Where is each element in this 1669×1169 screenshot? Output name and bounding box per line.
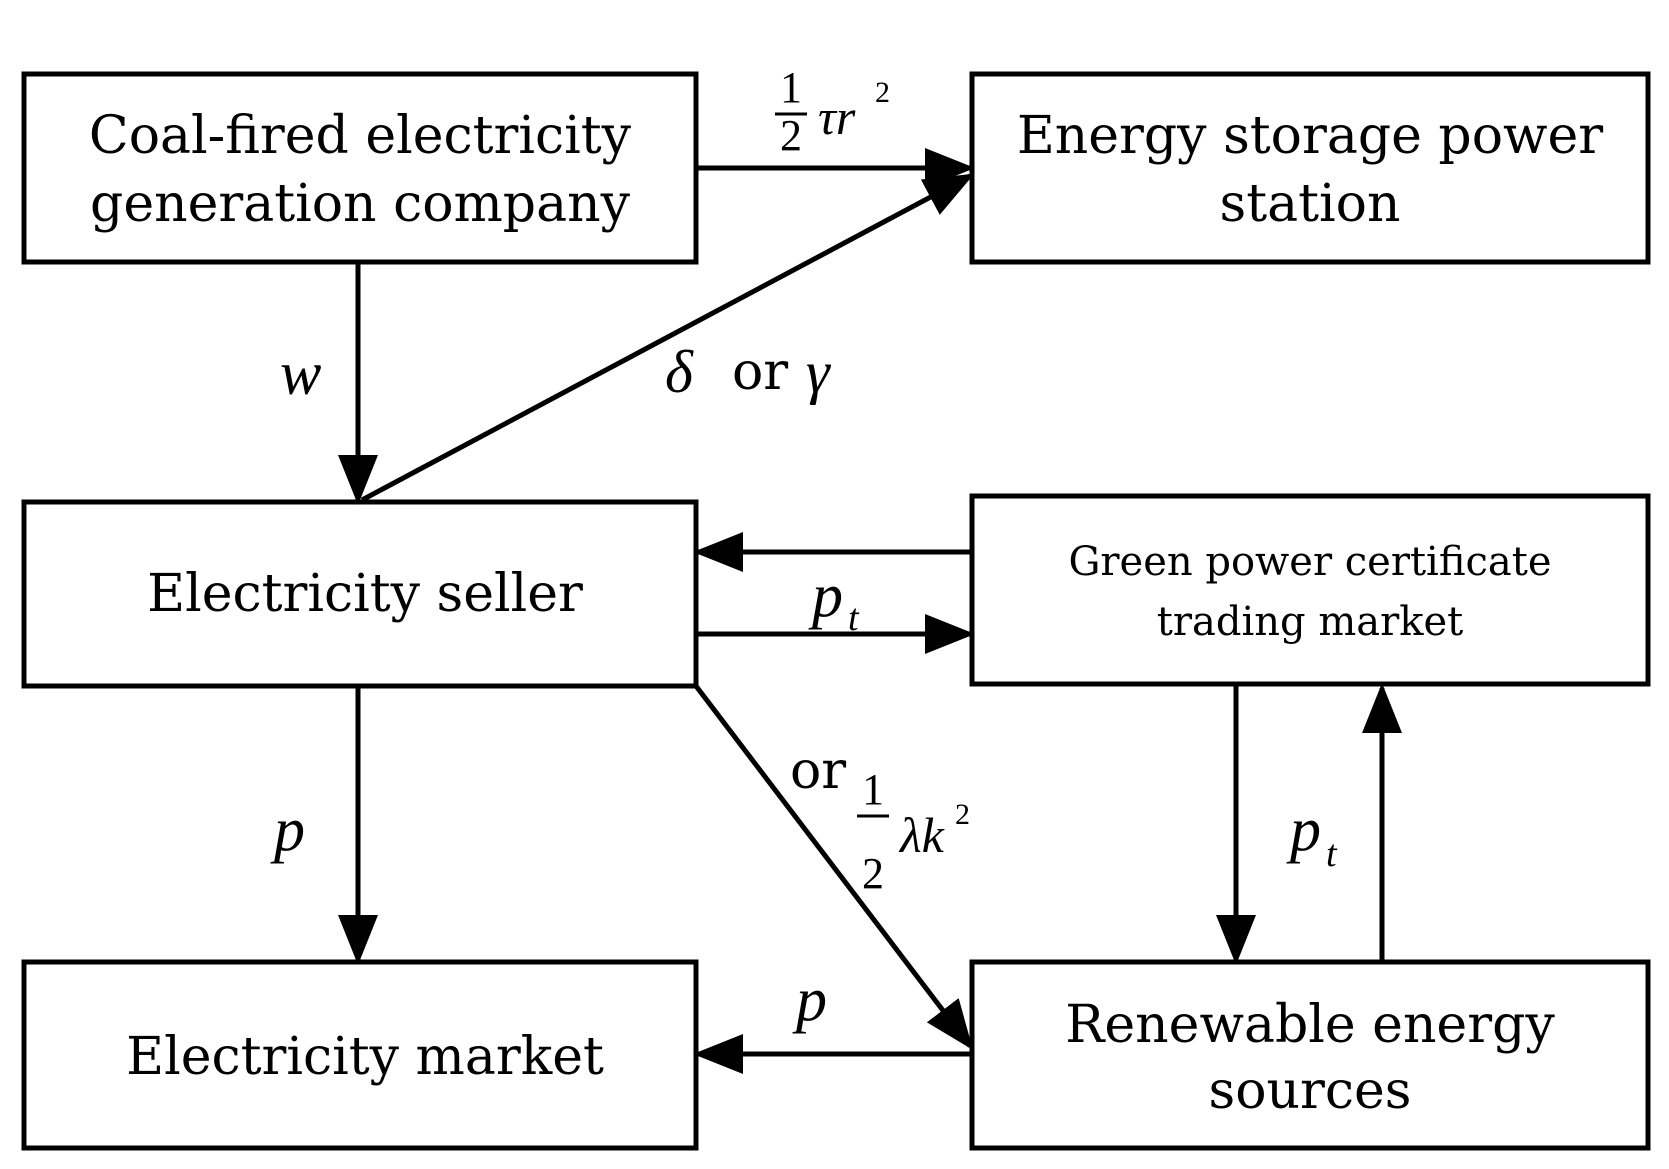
node-coal-label-line2: generation company [90, 174, 631, 234]
label-coal-to-seller: w [280, 340, 321, 408]
edge-superscript: 2 [875, 76, 890, 109]
node-green-label-line2: trading market [1157, 599, 1463, 645]
node-electricity-seller: Electricity seller [21, 499, 699, 689]
edge-variable-delta: δ [665, 339, 694, 405]
fraction-denominator: 2 [780, 111, 802, 160]
node-storage-label-line1: Energy storage power [1017, 106, 1603, 166]
node-energy-storage-station: Energy storage power station [969, 71, 1651, 265]
edge-variable: p [1286, 796, 1321, 864]
node-electricity-market: Electricity market [21, 959, 699, 1151]
node-coal-fired-company: Coal-fired electricity generation compan… [21, 71, 699, 265]
arrow-seller-to-storage [360, 173, 975, 503]
node-market-label: Electricity market [126, 1027, 604, 1087]
fraction-numerator: 1 [780, 63, 802, 112]
label-seller-to-storage: δ or γ [665, 339, 831, 405]
node-coal-label-line1: Coal-fired electricity [89, 106, 632, 166]
label-coal-to-storage: 1 2 τr 2 [775, 63, 890, 160]
node-green-label-line1: Green power certificate [1068, 539, 1551, 585]
edge-connector-or: or [732, 342, 788, 402]
node-seller-label: Electricity seller [147, 564, 583, 624]
arrow-seller-to-renewable [694, 684, 974, 1050]
label-seller-to-renewable: or 1 2 λk 2 [790, 741, 970, 898]
fraction-denominator: 2 [862, 849, 884, 898]
fraction-numerator: 1 [862, 765, 884, 814]
node-green-certificate-market: Green power certificate trading market [969, 493, 1651, 687]
label-seller-to-market: p [270, 796, 305, 864]
node-storage-label-line2: station [1220, 174, 1401, 234]
edge-subscript: t [848, 597, 860, 639]
edge-subscript: t [1326, 833, 1338, 875]
edge-variable: p [808, 562, 843, 630]
label-renewable-to-market: p [792, 966, 827, 1034]
edge-superscript: 2 [955, 798, 970, 831]
edge-variable: τr [818, 89, 856, 145]
label-green-renewable: p t [1286, 796, 1338, 875]
edge-variable-gamma: γ [806, 339, 831, 405]
label-seller-green: p t [808, 562, 860, 639]
node-renewable-label-line2: sources [1209, 1061, 1412, 1121]
edge-connector-or: or [790, 741, 846, 801]
edge-variable: λk [898, 807, 945, 863]
node-renewable-label-line1: Renewable energy [1065, 995, 1555, 1055]
node-renewable-energy-sources: Renewable energy sources [969, 959, 1651, 1151]
